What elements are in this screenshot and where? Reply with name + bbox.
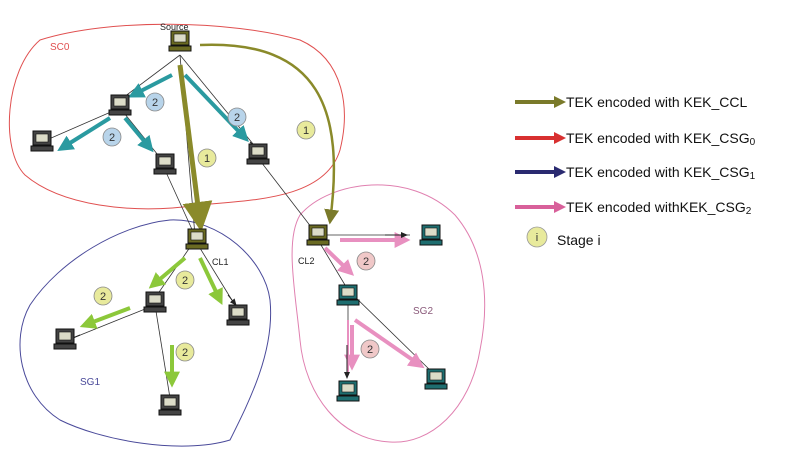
legend-text-stage: Stage i — [557, 232, 601, 248]
arrow-stage1-source-to-cl2 — [199, 43, 340, 225]
arrow-green-pc5-to-pc7 — [79, 306, 131, 329]
arrow-teal-pc1-to-pc4 — [123, 116, 154, 153]
legend-item-csg0: TEK encoded with KEK_CSG0 — [515, 130, 756, 148]
pc-sc0-b-computer-icon — [30, 130, 54, 152]
pc-sg1-b-computer-icon — [226, 304, 250, 326]
badge-stage2-sg1-b: 2 — [93, 286, 113, 306]
legend-item-ccl: TEK encoded with KEK_CCL — [515, 94, 748, 110]
legend-text-csg2: TEK encoded withKEK_CSG2 — [566, 199, 752, 217]
node-label-source: Source — [160, 22, 189, 32]
badge-stage1-cl1: 1 — [197, 148, 217, 168]
pc-sc0-a-computer-icon — [108, 94, 132, 116]
badge-stage2-sc0-a-text: 2 — [152, 97, 158, 109]
group-sg2-boundary — [291, 184, 486, 443]
group-label-sg1: SG1 — [80, 377, 100, 388]
pc-sg2-a-computer-icon — [419, 224, 443, 246]
legend-text-csg0: TEK encoded with KEK_CSG0 — [566, 130, 756, 148]
badge-stage2-sg1-c: 2 — [175, 342, 195, 362]
badge-stage2-sg1-b-text: 2 — [100, 291, 106, 303]
pc-sc0-d-computer-icon — [246, 143, 270, 165]
legend-subscript-csg2: 2 — [746, 206, 752, 217]
badge-stage2-sg2-b-text: 2 — [367, 344, 373, 356]
badge-stage2-sg2-a: 2 — [356, 251, 376, 271]
pc-sg2-d-computer-icon — [424, 368, 448, 390]
source-computer-computer-icon — [168, 30, 192, 52]
group-sc0-boundary — [8, 23, 345, 210]
group-label-sg2: SG2 — [413, 306, 433, 317]
badge-stage2-sc0-c-text: 2 — [109, 132, 115, 144]
badge-stage2-sc0-b-text: 2 — [234, 112, 240, 124]
badge-stage1-cl2-text: 1 — [303, 125, 309, 137]
legend-text-csg1: TEK encoded with KEK_CSG1 — [566, 164, 756, 182]
legend-subscript-csg1: 1 — [750, 171, 756, 182]
arrow-green-cl1-to-pc5 — [148, 256, 187, 289]
pc-sg1-c-computer-icon — [53, 328, 77, 350]
arrow-pink-pc10-to-pc12 — [353, 318, 425, 369]
legend-text-ccl: TEK encoded with KEK_CCL — [566, 94, 748, 110]
arrow-teal-source-to-pc2 — [183, 73, 249, 143]
badge-stage2-sc0-a: 2 — [145, 92, 165, 112]
legend-subscript-csg0: 0 — [750, 137, 756, 148]
pc-sc0-c-computer-icon — [153, 153, 177, 175]
pc-sg1-a-computer-icon — [143, 291, 167, 313]
legend-item-stage: i Stage i — [526, 226, 601, 248]
badge-stage2-sg1-a-text: 2 — [182, 275, 188, 287]
badge-stage1-cl1-text: 1 — [204, 153, 210, 165]
badge-stage2-sg2-a-text: 2 — [363, 256, 369, 268]
arrow-teal-source-to-pc1 — [128, 73, 173, 98]
pc-sg1-d-computer-icon — [158, 394, 182, 416]
arrow-stage1-source-to-cl1 — [177, 64, 213, 232]
arrow-green-cl1-to-pc6 — [198, 257, 223, 306]
badge-stage2-sc0-b: 2 — [227, 107, 247, 127]
badge-stage1-cl2: 1 — [296, 120, 316, 140]
badge-stage2-sg1-c-text: 2 — [182, 347, 188, 359]
cl1-computer-computer-icon — [185, 228, 209, 250]
badge-stage2-sg1-a: 2 — [175, 270, 195, 290]
pc-sg2-b-computer-icon — [336, 284, 360, 306]
legend-badge — [526, 226, 548, 248]
legend-item-csg1: TEK encoded with KEK_CSG1 — [515, 164, 756, 182]
legend-badge-text: i — [536, 232, 538, 244]
group-label-sc0: SC0 — [50, 42, 70, 53]
legend-item-csg2: TEK encoded withKEK_CSG2 — [515, 199, 752, 217]
badge-stage2-sg2-b: 2 — [360, 339, 380, 359]
badge-stage2-sc0-c: 2 — [102, 127, 122, 147]
arrow-teal-pc1-to-pc3 — [57, 116, 112, 151]
group-sg1-boundary — [19, 219, 272, 447]
cl2-computer-computer-icon — [306, 224, 330, 246]
arrow-pink-cl2-to-pc10 — [323, 246, 355, 276]
arrow-black-cl1-to-pc6 — [227, 294, 237, 306]
node-label-cl1: CL1 — [212, 257, 229, 267]
node-label-cl2: CL2 — [298, 256, 315, 266]
legend: TEK encoded with KEK_CCL TEK encoded with… — [515, 94, 756, 248]
pc-sg2-c-computer-icon — [336, 380, 360, 402]
